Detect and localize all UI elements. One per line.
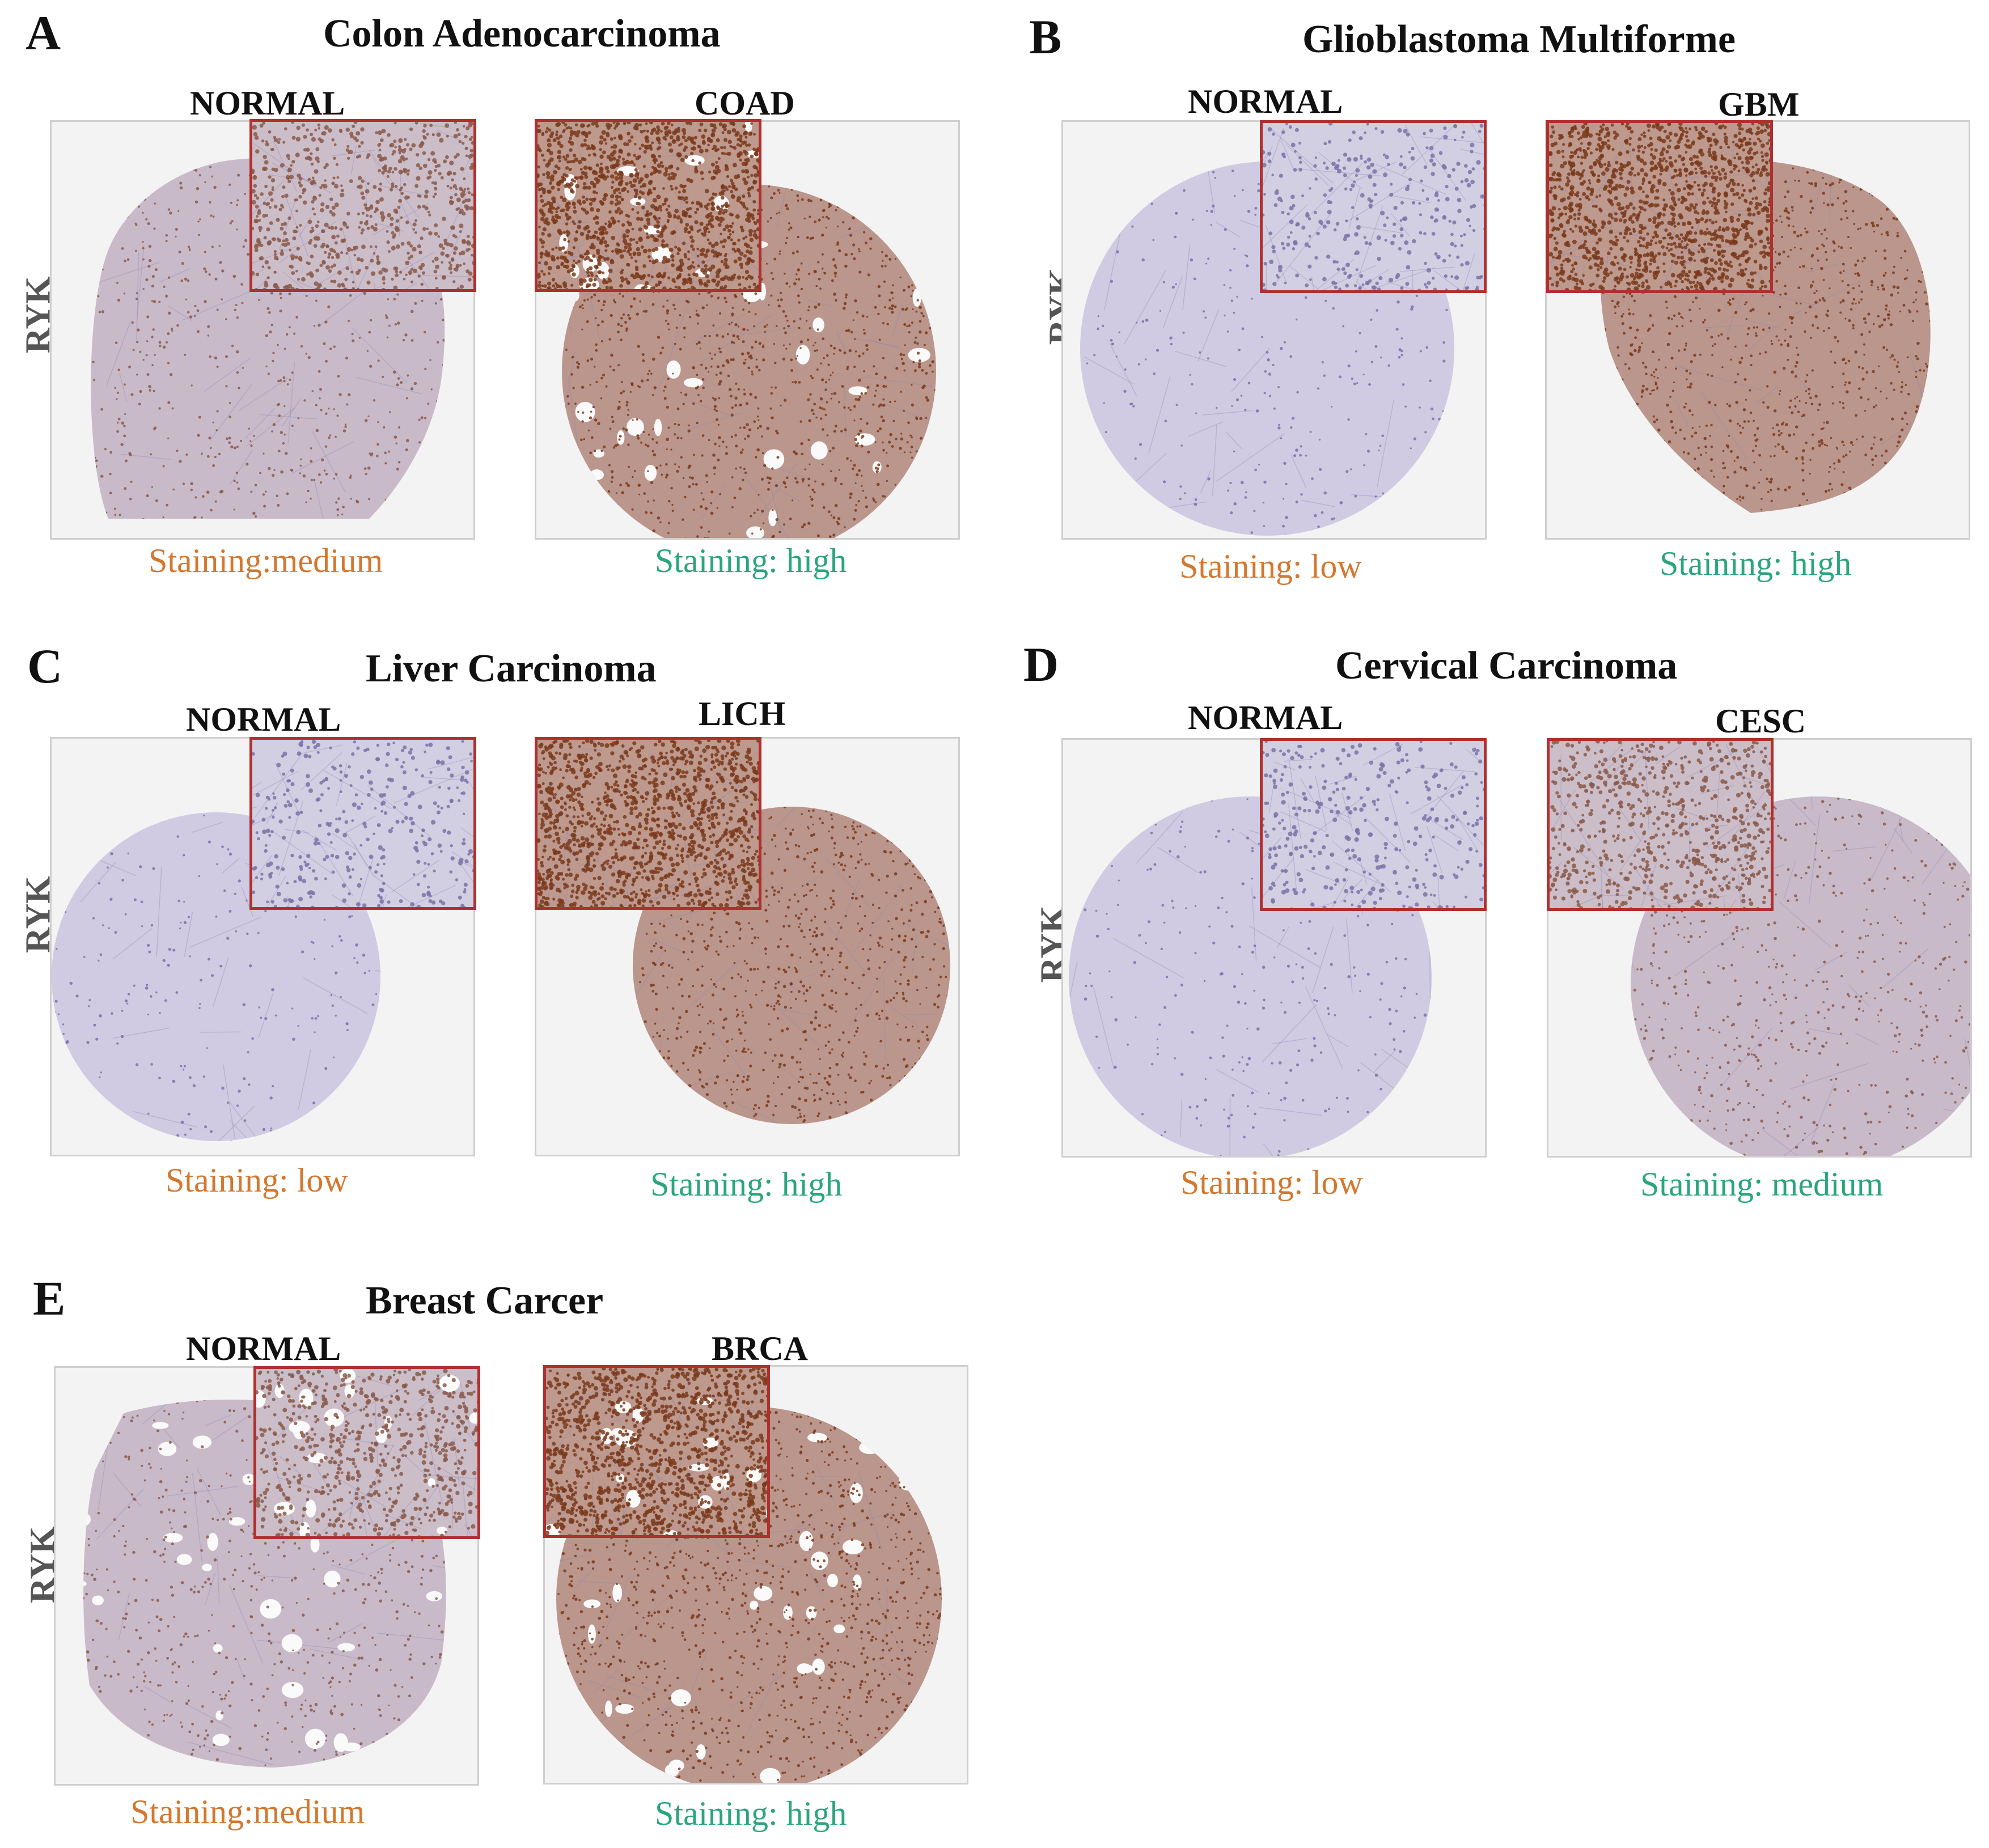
zoom-inset-normal: [1260, 120, 1487, 293]
condition-label-tumor: GBM: [1718, 85, 1799, 124]
zoom-inset-normal: [253, 1366, 480, 1539]
staining-label-normal: Staining:medium: [130, 1792, 365, 1832]
zoom-inset-tumor: [535, 737, 761, 910]
staining-label-tumor: Staining: high: [650, 1165, 842, 1204]
zoom-inset-normal: [249, 119, 476, 292]
panel-title: Glioblastoma Multiforme: [1302, 17, 1736, 62]
panel-title: Cervical Carcinoma: [1335, 643, 1677, 689]
panel-letter: A: [26, 5, 61, 61]
panel-letter: D: [1023, 636, 1059, 693]
condition-label-tumor: BRCA: [712, 1329, 808, 1368]
panel-title: Colon Adenocarcinoma: [323, 11, 721, 57]
staining-label-tumor: Staining: medium: [1640, 1165, 1883, 1204]
panel-letter: B: [1029, 9, 1061, 65]
condition-label-tumor: CESC: [1715, 702, 1806, 741]
zoom-inset-normal: [249, 737, 476, 910]
condition-label-normal: NORMAL: [186, 700, 341, 739]
panel-title: Liver Carcinoma: [366, 646, 657, 692]
staining-label-tumor: Staining: high: [655, 541, 847, 580]
staining-label-normal: Staining: low: [166, 1161, 348, 1200]
zoom-inset-tumor: [1546, 120, 1773, 293]
condition-label-normal: NORMAL: [1188, 698, 1343, 737]
zoom-inset-tumor: [535, 119, 761, 292]
staining-label-normal: Staining: low: [1180, 1163, 1363, 1202]
panel-letter: E: [33, 1270, 65, 1326]
staining-label-tumor: Staining: high: [1660, 544, 1851, 583]
panel-letter: C: [27, 638, 62, 694]
condition-label-normal: NORMAL: [190, 84, 345, 123]
staining-label-normal: Staining:medium: [149, 541, 383, 580]
zoom-inset-tumor: [543, 1365, 770, 1538]
staining-label-normal: Staining: low: [1179, 547, 1362, 586]
panel-title: Breast Carcer: [366, 1278, 603, 1324]
condition-label-tumor: LICH: [699, 694, 785, 734]
condition-label-normal: NORMAL: [186, 1329, 341, 1368]
condition-label-tumor: COAD: [695, 84, 795, 123]
zoom-inset-tumor: [1547, 738, 1774, 911]
zoom-inset-normal: [1260, 738, 1487, 911]
condition-label-normal: NORMAL: [1188, 82, 1343, 121]
staining-label-tumor: Staining: high: [655, 1794, 847, 1833]
